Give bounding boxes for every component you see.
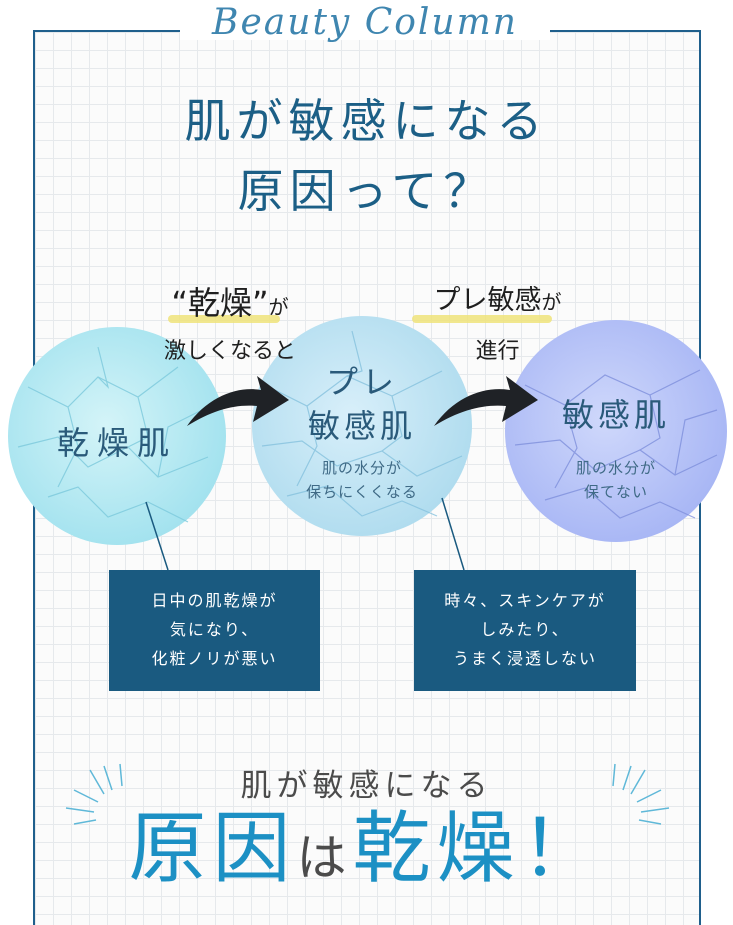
step2-headline-suffix: が <box>541 290 562 314</box>
step1-headline: “乾燥”が <box>140 278 320 324</box>
sensitive-skin-circle <box>505 320 727 542</box>
header-gap <box>180 20 550 40</box>
crack-texture <box>261 330 463 517</box>
step1-headline-main: “乾燥” <box>171 284 269 322</box>
dry-skin-symptom-box: 日中の肌乾燥が 気になり、 化粧ノリが悪い <box>109 570 320 691</box>
pre-sensitive-label-line1: プレ <box>325 363 398 401</box>
sensitive-skin-description: 肌の水分が 保てない <box>505 456 727 504</box>
pre-sensitive-desc-line1: 肌の水分が <box>321 459 402 477</box>
pre-sensitive-skin-description: 肌の水分が 保ちにくくなる <box>252 456 472 504</box>
sparkle-lines-icon <box>612 763 670 825</box>
crack-texture <box>514 369 718 519</box>
pre-sensitive-skin-circle <box>252 316 472 536</box>
step2-headline-line2: 進行 <box>475 339 520 364</box>
pre-sensitive-skin-label: プレ 敏感肌 <box>252 360 472 448</box>
crack-texture <box>17 346 209 523</box>
conclusion-part1: 原因 <box>128 804 297 894</box>
page-title-line1: 肌が敏感になる <box>184 94 549 148</box>
step1-headline-suffix: が <box>268 295 289 319</box>
step2-headline-main: プレ敏感 <box>433 285 542 316</box>
pre-sensitive-desc-line2: 保ちにくくなる <box>306 483 418 501</box>
conclusion-headline: 原因は乾燥！ <box>100 810 633 888</box>
column-script-title: Beauty Column <box>212 2 518 43</box>
sensitive-skin-label: 敏感肌 <box>561 396 670 434</box>
box2-line3: うまく浸透しない <box>452 649 597 668</box>
sparkle-lines-icon <box>65 763 123 825</box>
pre-sensitive-symptom-box: 時々、スキンケアが しみたり、 うまく浸透しない <box>414 570 636 691</box>
conclusion-part3: 乾燥！ <box>352 804 605 894</box>
connector-line <box>145 501 169 571</box>
sensitive-desc-line2: 保てない <box>583 483 648 501</box>
page-title-line2: 原因って？ <box>237 164 496 218</box>
connector-line <box>441 497 465 571</box>
box1-line2: 気になり、 <box>169 620 260 639</box>
curved-arrow-icon <box>187 376 289 426</box>
box1-line1: 日中の肌乾燥が <box>151 591 278 610</box>
sensitive-desc-line1: 肌の水分が <box>575 459 656 477</box>
highlight-underline <box>412 315 552 323</box>
dry-skin-circle <box>8 327 226 545</box>
box1-line3: 化粧ノリが悪い <box>151 649 278 668</box>
step2-headline: プレ敏感が <box>405 278 590 317</box>
box2-line2: しみたり、 <box>480 620 570 639</box>
dry-skin-label: 乾燥肌 <box>56 424 177 462</box>
step1-headline-line2: 激しくなると <box>163 339 296 364</box>
conclusion-lead: 肌が敏感になる <box>240 768 493 804</box>
conclusion-part2: は <box>296 829 353 887</box>
box2-line1: 時々、スキンケアが <box>444 591 606 610</box>
pre-sensitive-label-line2: 敏感肌 <box>307 407 416 445</box>
curved-arrow-icon <box>434 376 538 426</box>
highlight-underline <box>168 315 280 323</box>
